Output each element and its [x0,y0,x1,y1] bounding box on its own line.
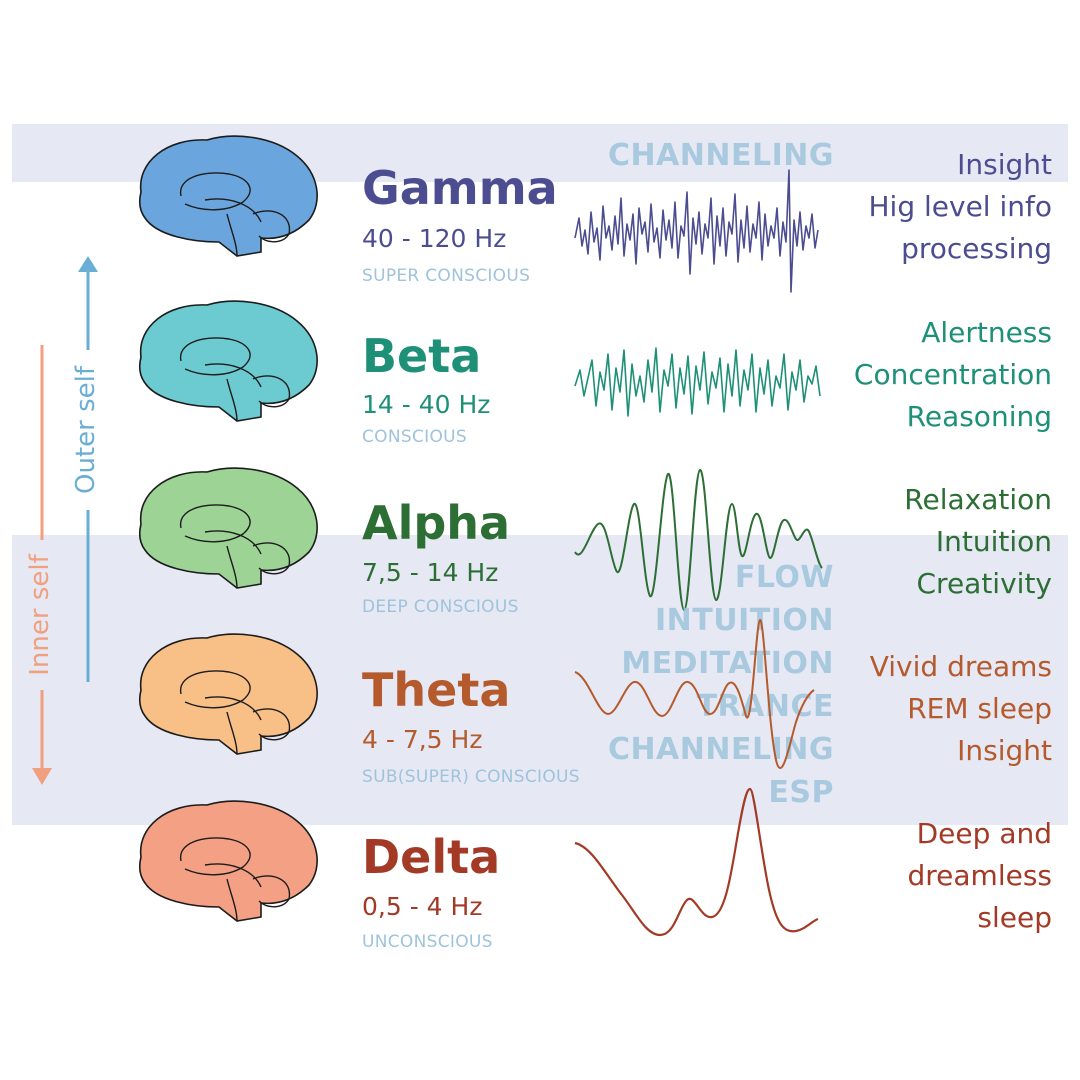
description-line: dreamless [907,859,1052,892]
wave-state-beta: CONSCIOUS [362,427,467,447]
overlay-word-esp: ESP [768,775,834,810]
description-line: Deep and [916,817,1052,850]
description-line: processing [901,232,1052,265]
wave-name-beta: Beta [362,329,482,383]
gamma-descriptions: Insight Hig level info processing [868,144,1052,270]
description-line: Insight [957,734,1052,767]
wave-state-theta: SUB(SUPER) CONSCIOUS [362,767,580,787]
wave-freq-beta: 14 - 40 Hz [362,390,491,419]
wave-freq-delta: 0,5 - 4 Hz [362,892,483,921]
wave-name-gamma: Gamma [362,161,558,215]
description-line: Concentration [853,358,1052,391]
brain-icon [139,135,318,257]
wave-freq-gamma: 40 - 120 Hz [362,224,507,253]
description-line: Creativity [916,567,1053,600]
wave-name-delta: Delta [362,830,501,884]
overlay-word-trance: TRANCE [696,689,834,724]
delta-waveform [574,787,819,937]
overlay-word-intuition: INTUITION [655,603,834,638]
description-line: REM sleep [907,692,1052,725]
alpha-descriptions: Relaxation Intuition Creativity [904,479,1052,605]
theta-waveform [574,618,815,769]
description-line: Intuition [935,525,1052,558]
outer-self-label: Outer self [71,350,101,510]
beta-waveform [574,347,821,417]
gamma-waveform [574,169,819,293]
brain-icon [139,300,318,422]
delta-descriptions: Deep and dreamless sleep [907,813,1052,939]
wave-name-theta: Theta [362,663,511,717]
overlay-word-meditation: MEDITATION [621,646,834,681]
wave-state-alpha: DEEP CONSCIOUS [362,597,519,617]
wave-freq-alpha: 7,5 - 14 Hz [362,558,499,587]
brain-icon [139,633,318,755]
description-line: Alertness [921,316,1052,349]
overlay-word-flow: FLOW [734,560,834,595]
beta-descriptions: Alertness Concentration Reasoning [854,312,1052,438]
description-line: Vivid dreams [869,650,1052,683]
description-line: Reasoning [906,400,1052,433]
overlay-word-channeling: CHANNELING [607,732,834,767]
description-line: sleep [977,901,1052,934]
wave-name-alpha: Alpha [362,496,511,550]
description-line: Insight [957,148,1052,181]
wave-state-gamma: SUPER CONSCIOUS [362,266,531,286]
overlay-word-channeling-top: CHANNELING [607,138,834,173]
theta-descriptions: Vivid dreams REM sleep Insight [870,646,1052,772]
description-line: Relaxation [904,483,1052,516]
state-overlay-list: FLOW INTUITION MEDITATION TRANCE CHANNEL… [608,556,834,814]
wave-freq-theta: 4 - 7,5 Hz [362,725,483,754]
wave-state-delta: UNCONSCIOUS [362,932,493,952]
brain-icon [139,800,318,922]
alpha-waveform [574,468,823,611]
brain-icon [139,467,318,589]
description-line: Hig level info [868,190,1052,223]
inner-self-label: Inner self [25,540,55,690]
